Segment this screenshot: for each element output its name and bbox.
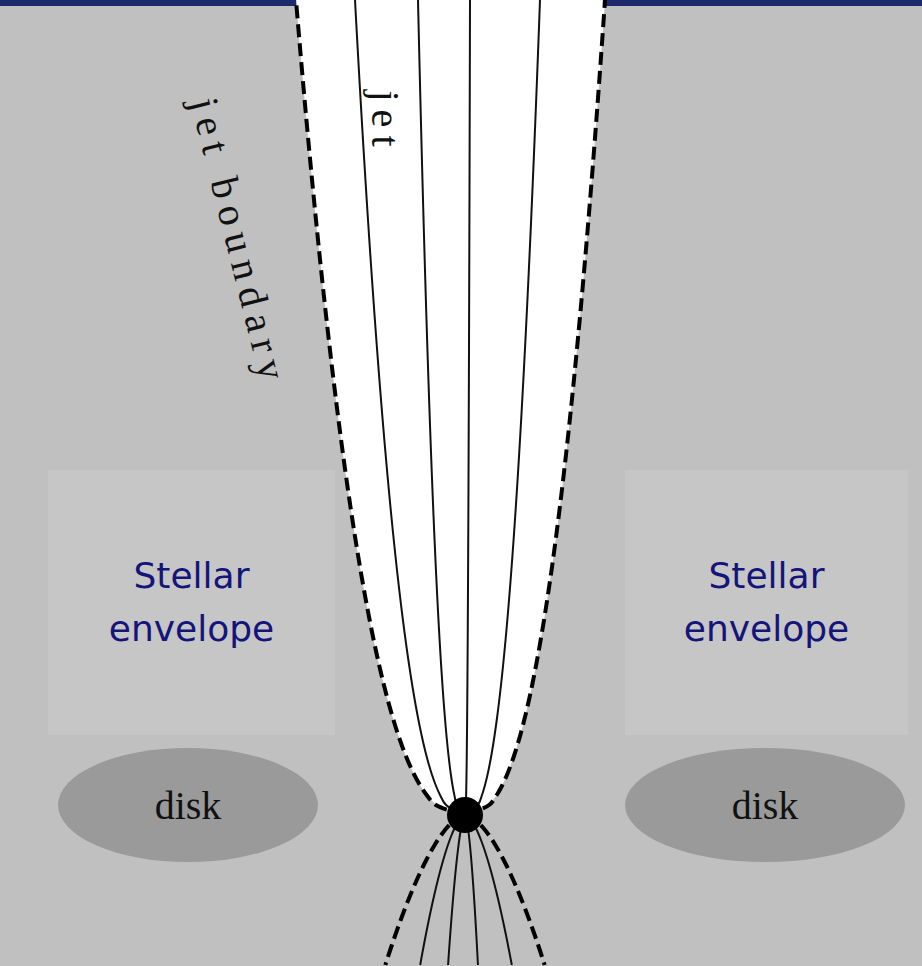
node-label: Stellar envelope: [662, 550, 872, 654]
boundary-label: jet boundary: [181, 92, 298, 392]
field-line: [465, 0, 540, 815]
disk-ellipse: disk: [625, 748, 905, 862]
field-line: [465, 0, 470, 815]
field-line: [355, 0, 465, 815]
jet-region: [296, 0, 605, 815]
jet-boundary-line: [465, 815, 545, 965]
jet-boundary-line: [465, 0, 605, 815]
node-label: Stellar envelope: [87, 550, 297, 654]
jet-label: jet: [362, 90, 409, 154]
field-line: [420, 815, 465, 965]
black-hole: [447, 797, 483, 833]
field-line: [465, 815, 478, 965]
field-line: [465, 815, 512, 965]
field-line: [418, 0, 465, 815]
field-line: [448, 815, 465, 965]
envelope-box: Stellar envelope: [48, 470, 335, 735]
envelope-box: Stellar envelope: [625, 470, 908, 735]
jet-boundary-line: [385, 815, 465, 965]
node-label: disk: [155, 782, 222, 829]
disk-ellipse: disk: [58, 748, 318, 862]
node-label: disk: [732, 782, 799, 829]
